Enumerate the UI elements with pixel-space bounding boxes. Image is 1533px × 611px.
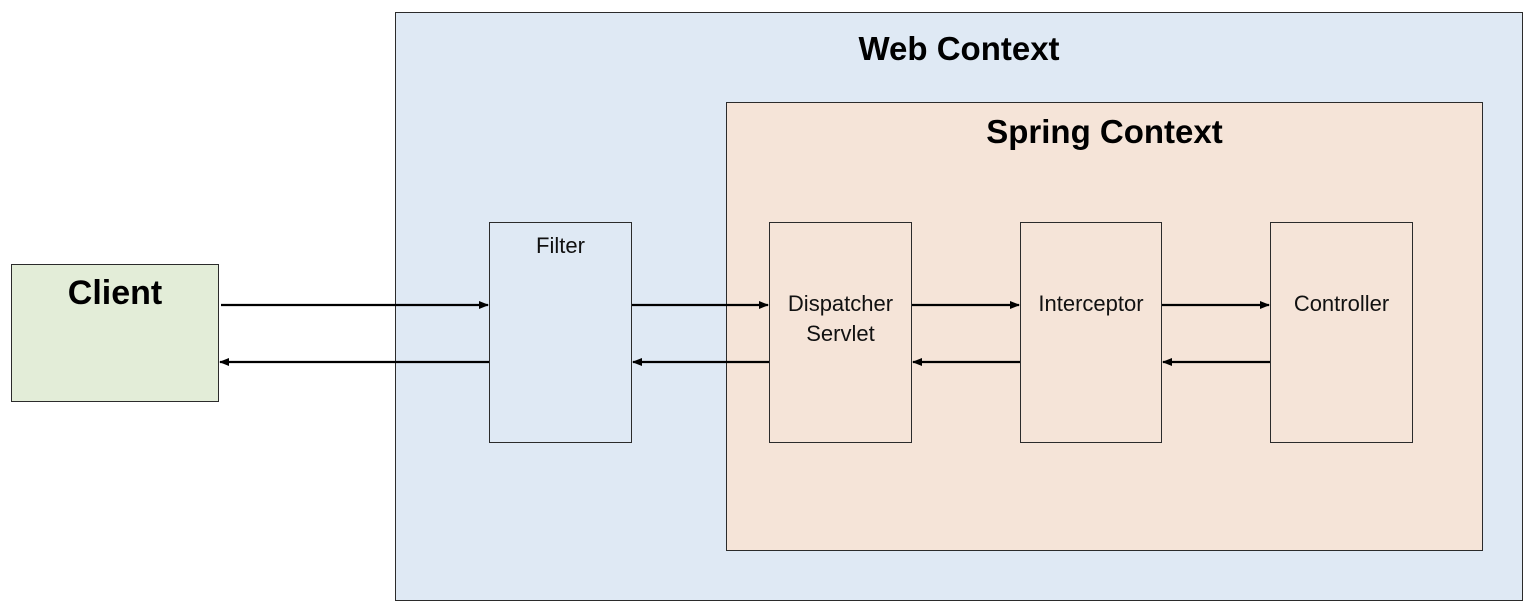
interceptor-box: Interceptor xyxy=(1020,222,1162,443)
spring-context-title: Spring Context xyxy=(986,113,1223,150)
interceptor-label: Interceptor xyxy=(1038,291,1144,316)
dispatcher-label-line2: Servlet xyxy=(806,321,875,346)
controller-box: Controller xyxy=(1270,222,1413,443)
spring-context-container: Spring Context xyxy=(726,102,1483,551)
client-box: Client xyxy=(11,264,219,402)
client-title: Client xyxy=(67,274,163,312)
web-context-title: Web Context xyxy=(858,30,1060,67)
filter-label: Filter xyxy=(536,233,585,258)
dispatcher-servlet-box: Dispatcher Servlet xyxy=(769,222,912,443)
controller-label: Controller xyxy=(1293,291,1390,316)
filter-box: Filter xyxy=(489,222,632,443)
dispatcher-label-line1: Dispatcher xyxy=(787,291,894,316)
dispatcher-servlet-label: Dispatcher Servlet xyxy=(770,289,911,349)
